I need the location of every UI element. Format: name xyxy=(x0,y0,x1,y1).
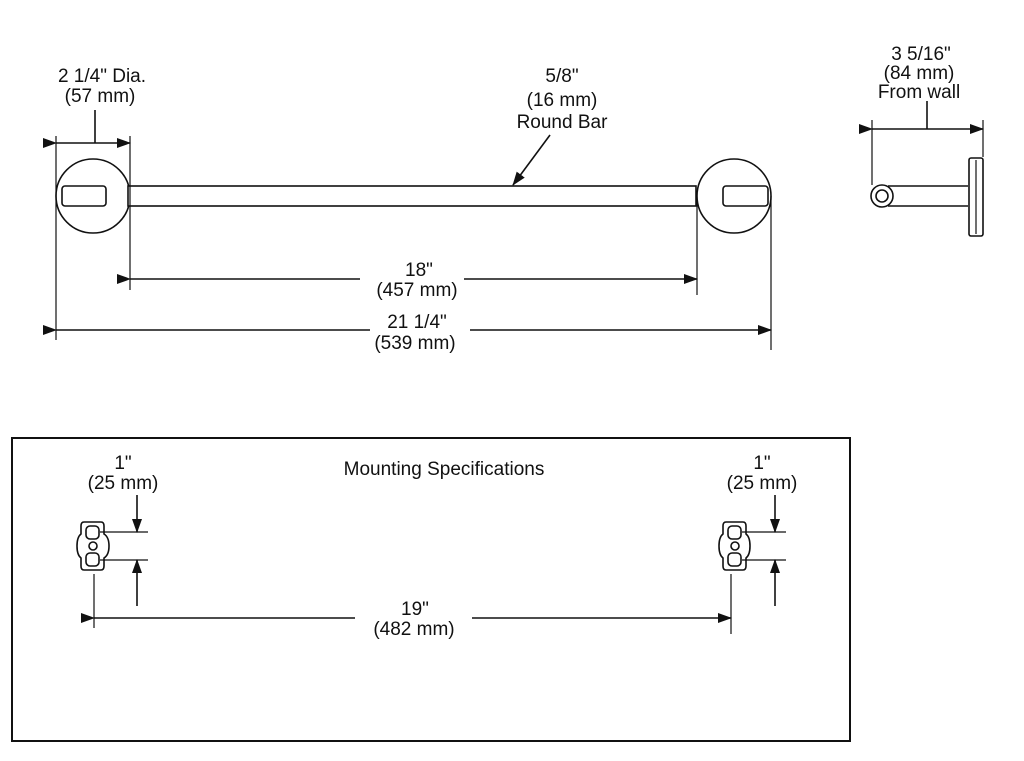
mounting-title: Mounting Specifications xyxy=(344,459,545,480)
overall-length-label-2: (539 mm) xyxy=(374,333,455,354)
overall-length-label-1: 21 1/4" xyxy=(387,312,447,333)
inner-span-dimension: 18" (457 mm) xyxy=(117,200,698,301)
projection-label-2: (84 mm) xyxy=(884,63,955,84)
projection-label-1: 3 5/16" xyxy=(891,44,951,65)
post-diameter-label-1: 2 1/4" Dia. xyxy=(58,66,146,87)
side-view: 3 5/16" (84 mm) From wall xyxy=(859,44,984,237)
front-view: 2 1/4" Dia. (57 mm) 5/8" (16 mm) Round B… xyxy=(43,66,772,354)
bracket-span-dimension: 19" (482 mm) xyxy=(81,574,732,640)
left-offset-label-2: (25 mm) xyxy=(88,473,159,494)
round-bar xyxy=(127,185,697,207)
bracket-span-label-2: (482 mm) xyxy=(373,619,454,640)
overall-length-dimension: 21 1/4" (539 mm) xyxy=(43,196,772,354)
left-offset-label-1: 1" xyxy=(114,453,131,474)
round-bar-callout: 5/8" (16 mm) Round Bar xyxy=(512,66,609,186)
projection-label-3: From wall xyxy=(878,82,960,103)
right-post xyxy=(696,158,772,234)
left-bracket xyxy=(76,521,110,571)
mounting-specifications-panel: Mounting Specifications 1" (25 mm) xyxy=(11,437,851,742)
right-offset-dimension: 1" (25 mm) xyxy=(727,453,798,606)
projection-dimension: 3 5/16" (84 mm) From wall xyxy=(859,44,984,185)
right-bracket xyxy=(718,521,751,571)
inner-span-label-2: (457 mm) xyxy=(376,280,457,301)
post-diameter-dimension: 2 1/4" Dia. (57 mm) xyxy=(43,66,146,340)
left-post xyxy=(55,158,131,234)
bar-size-label-1: 5/8" xyxy=(545,66,578,87)
left-offset-dimension: 1" (25 mm) xyxy=(88,453,159,606)
post-diameter-label-2: (57 mm) xyxy=(65,86,136,107)
bar-size-label-2: (16 mm) xyxy=(527,90,598,111)
inner-span-label-1: 18" xyxy=(405,260,433,281)
right-offset-label-1: 1" xyxy=(753,453,770,474)
bar-size-label-3: Round Bar xyxy=(517,112,609,133)
bracket-span-label-1: 19" xyxy=(401,599,429,620)
right-offset-label-2: (25 mm) xyxy=(727,473,798,494)
